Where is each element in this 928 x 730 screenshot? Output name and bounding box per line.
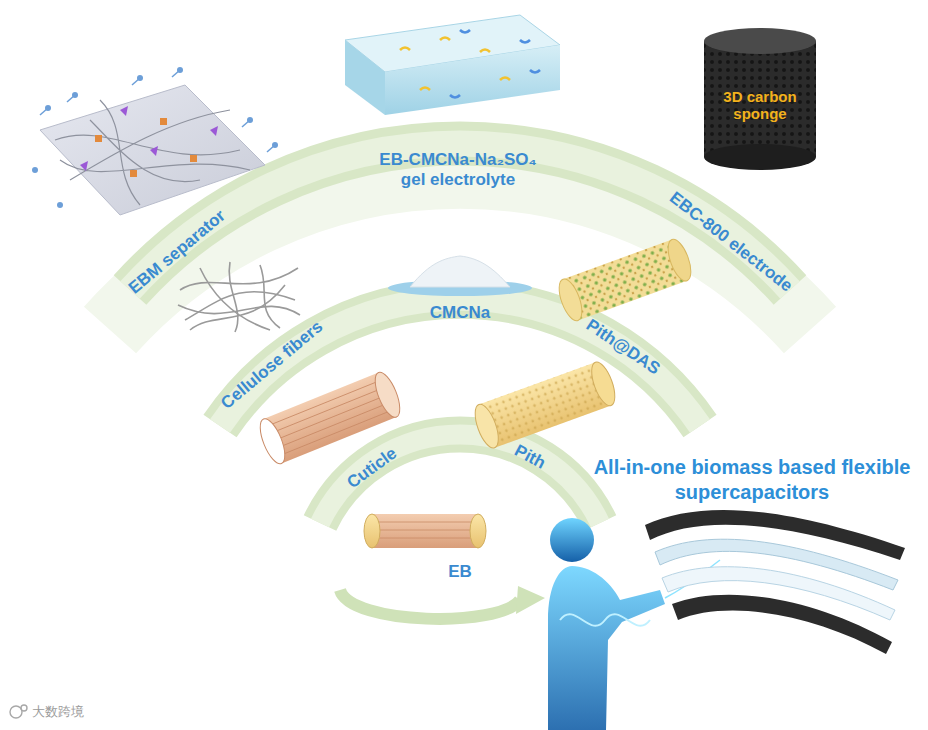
watermark: 大数跨境 — [32, 703, 84, 721]
cellulose-fibers — [178, 262, 300, 332]
separator-sheet — [32, 67, 278, 215]
powder-dish — [388, 256, 532, 296]
arc-label: EB-CMCNa-Na₂SO₄ gel electrolyte — [369, 150, 547, 189]
node-text: 3D carbon sponge — [721, 88, 799, 123]
figure-heading: All-in-one biomass based flexible superc… — [592, 455, 912, 505]
watermark-logo — [10, 705, 27, 718]
gel-block — [345, 15, 560, 115]
arc-label: CMCNa — [430, 303, 490, 323]
arc-label: Cellulose fibers — [218, 317, 328, 413]
eb-cylinder — [340, 514, 545, 619]
arc-label: EB — [448, 562, 472, 582]
supercapacitor-layers — [645, 510, 905, 654]
pith-cylinder — [470, 359, 619, 451]
pith-das-cylinder — [555, 236, 696, 323]
carbon-sponge-cylinder: 3D carbon sponge — [700, 26, 820, 172]
